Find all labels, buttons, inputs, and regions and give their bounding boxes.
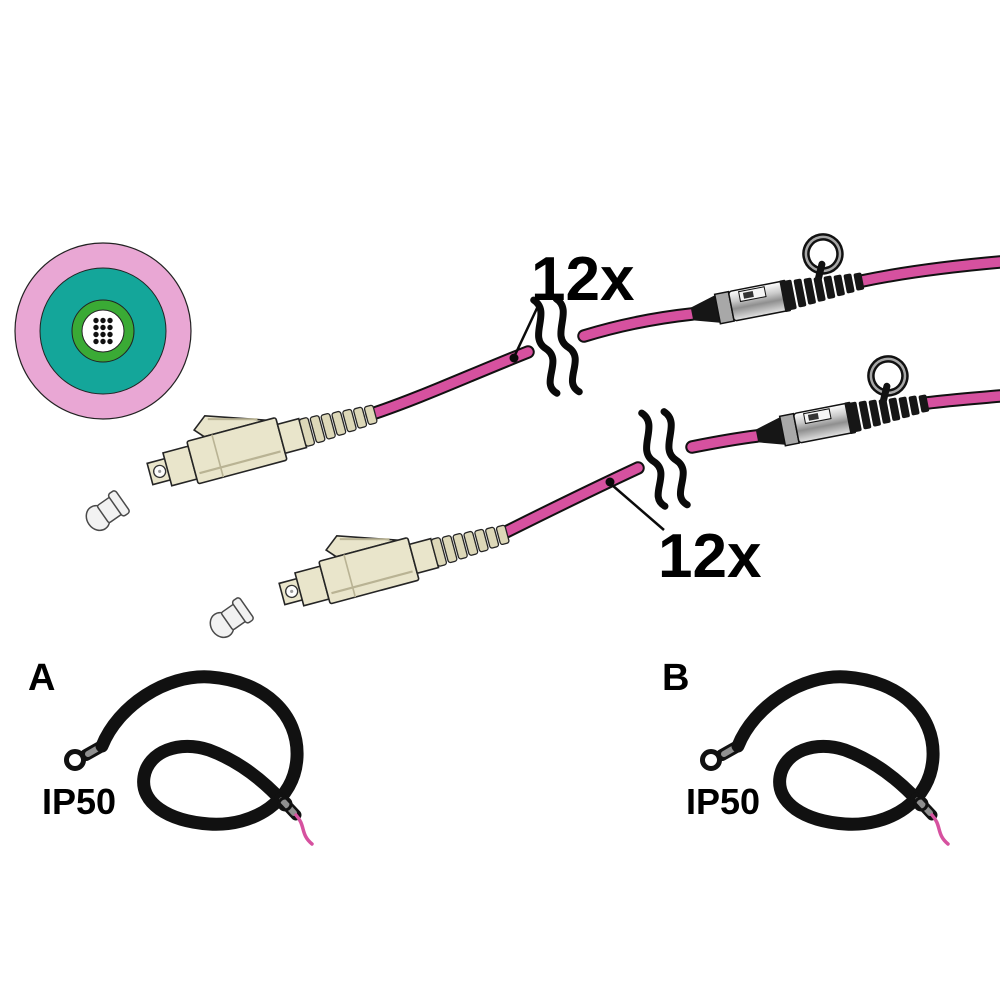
leader-dot-upper [509, 353, 519, 363]
quantity-label-upper: 12x [531, 245, 635, 314]
leader-dot-lower [605, 477, 615, 487]
break-marks-lower-icon [638, 407, 692, 511]
variant-b-label: B [662, 657, 689, 699]
quantity-label-lower: 12x [658, 522, 762, 591]
pulling-grip-lower [747, 353, 931, 452]
variant-a-label: A [28, 657, 55, 699]
dust-cap-upper [80, 488, 132, 537]
dust-cap-lower [204, 595, 256, 644]
lc-connector-lower [270, 492, 514, 617]
variant-a-section: A IP50 [28, 657, 312, 844]
ip-rating-a-label: IP50 [42, 781, 116, 822]
ip-rating-b-label: IP50 [686, 781, 760, 822]
variant-b-section: B IP50 [662, 657, 948, 844]
fiber-cross-section [14, 242, 192, 420]
cross-section-fiber-dots [93, 317, 113, 345]
lower-cable-assembly: 12x [270, 353, 1000, 617]
leader-line-lower [611, 484, 665, 531]
leader-line-upper [513, 305, 540, 356]
cross-section-core [81, 309, 125, 353]
lc-connector-upper [138, 372, 382, 497]
pulling-grip-upper [682, 231, 866, 330]
upper-cable-assembly: 12x [138, 231, 1000, 497]
